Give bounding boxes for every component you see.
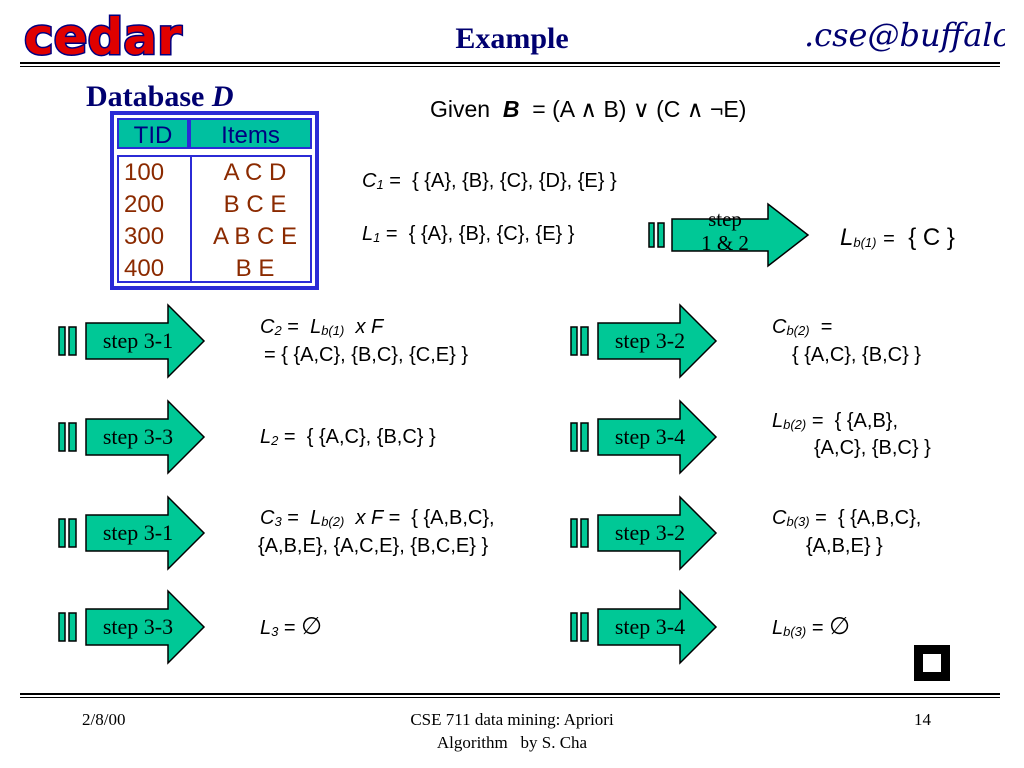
footer-page-number: 14 xyxy=(914,710,931,729)
step-3-3-label-b: step 3-3 xyxy=(102,614,174,639)
svg-text:.cse@buffalo: .cse@buffalo xyxy=(804,16,1005,54)
step-3-2-arrow-b: step 3-2 xyxy=(570,495,718,571)
step-3-4-label: step 3-4 xyxy=(614,424,686,449)
step-3-2-label-b: step 3-2 xyxy=(614,520,686,545)
c2-formula: C2 = Lb(1) x F xyxy=(260,316,384,338)
lb1-formula: Lb(1) = { C } xyxy=(840,224,955,251)
row-3-tid: 300 xyxy=(124,223,165,250)
step-3-4-arrow: step 3-4 xyxy=(570,399,718,475)
step-3-3-arrow-b: step 3-3 xyxy=(58,589,206,665)
row-1-tid: 100 xyxy=(124,159,165,186)
footer-date: 2/8/00 xyxy=(82,710,126,729)
slide-title: Example xyxy=(455,22,569,55)
c3-value: {A,B,E}, {A,C,E}, {B,C,E} } xyxy=(258,535,489,557)
footer-rule-thin xyxy=(20,697,1000,698)
lb2-value: {A,C}, {B,C} } xyxy=(814,437,931,459)
row-3-items: A B C E xyxy=(212,223,298,250)
l1-formula: L1 = { {A}, {B}, {C}, {E} } xyxy=(362,223,575,245)
step-3-4-label-b: step 3-4 xyxy=(614,614,686,639)
c1-formula: C1 = { {A}, {B}, {C}, {D}, {E} } xyxy=(362,170,617,192)
cse-buffalo-logo: .cse@buffalo xyxy=(800,6,1012,66)
c3-formula: C3 = Lb(2) x F = { {A,B,C}, xyxy=(260,507,495,529)
step-1-2-arrow: step 1 & 2 xyxy=(648,201,810,269)
step-3-3-label: step 3-3 xyxy=(102,424,174,449)
step-3-1-label: step 3-1 xyxy=(102,328,174,353)
step-3-2-label: step 3-2 xyxy=(614,328,686,353)
cedar-logo: cedar cedar xyxy=(22,7,197,68)
step-3-1-arrow-b: step 3-1 xyxy=(58,495,206,571)
lb3-formula: Lb(3) = ∅ xyxy=(772,613,850,640)
footer-course-line1: CSE 711 data mining: Apriori xyxy=(410,710,614,729)
row-4-items: B E xyxy=(235,255,275,282)
row-2-tid: 200 xyxy=(124,191,165,218)
table-body-frame xyxy=(117,155,312,283)
header-tid: TID xyxy=(117,118,189,149)
header-items: Items xyxy=(189,118,312,149)
column-divider xyxy=(190,155,192,283)
l2-formula: L2 = { {A,C}, {B,C} } xyxy=(260,426,436,448)
end-mark-icon xyxy=(914,645,950,681)
cb2-formula: Cb(2) = xyxy=(772,316,833,338)
svg-text:cedar: cedar xyxy=(24,10,182,64)
header-rule-thin xyxy=(20,66,1000,67)
step-3-2-arrow: step 3-2 xyxy=(570,303,718,379)
step-1-2-label: step 1 & 2 xyxy=(701,207,749,255)
row-4-tid: 400 xyxy=(124,255,165,282)
svg-text:cedar: cedar xyxy=(24,10,182,64)
cb2-value: { {A,C}, {B,C} } xyxy=(792,344,921,366)
database-table: TID Items 100 A C D 200 B C E 300 A B C … xyxy=(110,111,319,290)
footer-rule xyxy=(20,693,1000,695)
database-label: Database D xyxy=(86,80,234,113)
step-3-1-arrow: step 3-1 xyxy=(58,303,206,379)
header-rule xyxy=(20,62,1000,64)
given-expression: Given B = (A ∧ B) ∨ (C ∧ ¬E) xyxy=(430,96,747,122)
row-2-items: B C E xyxy=(223,191,287,218)
step-3-3-arrow: step 3-3 xyxy=(58,399,206,475)
row-1-items: A C D xyxy=(223,159,287,186)
step-3-4-arrow-b: step 3-4 xyxy=(570,589,718,665)
l3-formula: L3 = ∅ xyxy=(260,613,323,640)
step-3-1-label-b: step 3-1 xyxy=(102,520,174,545)
cb3-formula: Cb(3) = { {A,B,C}, xyxy=(772,507,922,529)
lb2-formula: Lb(2) = { {A,B}, xyxy=(772,410,899,432)
c2-value: = { {A,C}, {B,C}, {C,E} } xyxy=(264,344,469,366)
footer-course-line2: Algorithm by S. Cha xyxy=(436,733,588,752)
cb3-value: {A,B,E} } xyxy=(806,535,883,557)
